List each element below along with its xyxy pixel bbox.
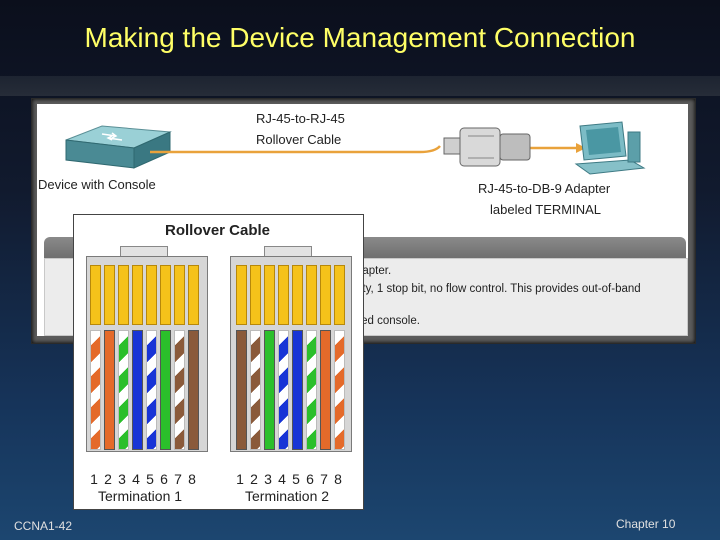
termination-1-pin-contact <box>188 265 199 325</box>
termination-1-pin-contact <box>104 265 115 325</box>
termination-1-label: Termination 1 <box>98 488 183 504</box>
termination-2-pin-contact <box>278 265 289 325</box>
rollover-title: Rollover Cable <box>164 222 271 239</box>
caption-line-3: lled console. <box>356 315 420 327</box>
slide-number: CCNA1-42 <box>14 519 73 533</box>
termination-1-wire-green-white <box>118 330 129 450</box>
pin-number: 3 <box>264 471 272 487</box>
termination-2-wire-brown-white <box>250 330 261 450</box>
caption-line-2: rity, 1 stop bit, no flow control. This … <box>356 283 641 295</box>
termination-1-wire-orange-white <box>90 330 101 450</box>
adapter-label-line2: labeled TERMINAL <box>490 202 602 217</box>
termination-2-wire-brown <box>236 330 247 450</box>
device-label: Device with Console <box>38 177 156 192</box>
termination-2-pin-contact <box>250 265 261 325</box>
chapter-label: Chapter 10 <box>616 517 676 531</box>
termination-2-wire-green-white <box>306 330 317 450</box>
pin-number: 5 <box>146 471 154 487</box>
termination-2-wire-blue-white <box>278 330 289 450</box>
termination-1-wire-brown-white <box>174 330 185 450</box>
pin-number: 2 <box>250 471 258 487</box>
cable-label-line1: RJ-45-to-RJ-45 <box>256 111 345 126</box>
termination-2-label: Termination 2 <box>245 488 330 504</box>
pin-number: 8 <box>334 471 342 487</box>
termination-2-pin-contact <box>306 265 317 325</box>
db9-adapter-icon <box>443 127 531 167</box>
pin-number: 7 <box>174 471 182 487</box>
pin-number: 6 <box>306 471 314 487</box>
termination-1-wire-blue <box>132 330 143 450</box>
adapter-label-line1: RJ-45-to-DB-9 Adapter <box>478 181 611 196</box>
computer-icon <box>574 121 646 175</box>
switch-icon <box>65 125 172 169</box>
termination-2-pin-contact <box>334 265 345 325</box>
pin-number: 3 <box>118 471 126 487</box>
cable-label-line2: Rollover Cable <box>256 132 342 147</box>
pin-number: 4 <box>132 471 140 487</box>
pin-number: 6 <box>160 471 168 487</box>
termination-2-pin-contact <box>264 265 275 325</box>
slide-title: Making the Device Management Connection <box>84 22 636 53</box>
termination-1-wire-brown <box>188 330 199 450</box>
caption-line-1: dapter. <box>356 265 392 277</box>
pin-number: 8 <box>188 471 196 487</box>
termination-1-pin-contact <box>132 265 143 325</box>
termination-1-pin-contact <box>146 265 157 325</box>
pin-number: 2 <box>104 471 112 487</box>
termination-1-pin-contact <box>118 265 129 325</box>
pin-number: 4 <box>278 471 286 487</box>
termination-2-pin-contact <box>292 265 303 325</box>
termination-2-wire-orange-white <box>334 330 345 450</box>
termination-1-pin-contact <box>90 265 101 325</box>
termination-2-wire-blue <box>292 330 303 450</box>
termination-2-pin-contact <box>236 265 247 325</box>
pin-number: 5 <box>292 471 300 487</box>
termination-1-pin-contact <box>160 265 171 325</box>
termination-1-wire-blue-white <box>146 330 157 450</box>
termination-1-wire-green <box>160 330 171 450</box>
title-divider-bar <box>0 76 720 96</box>
rollover-cable-line <box>150 143 586 154</box>
pin-number: 1 <box>236 471 244 487</box>
pin-number: 1 <box>90 471 98 487</box>
termination-1-wire-orange <box>104 330 115 450</box>
pin-number: 7 <box>320 471 328 487</box>
termination-2-wire-orange <box>320 330 331 450</box>
termination-2-wire-green <box>264 330 275 450</box>
termination-2-pin-contact <box>320 265 331 325</box>
termination-1-pin-contact <box>174 265 185 325</box>
